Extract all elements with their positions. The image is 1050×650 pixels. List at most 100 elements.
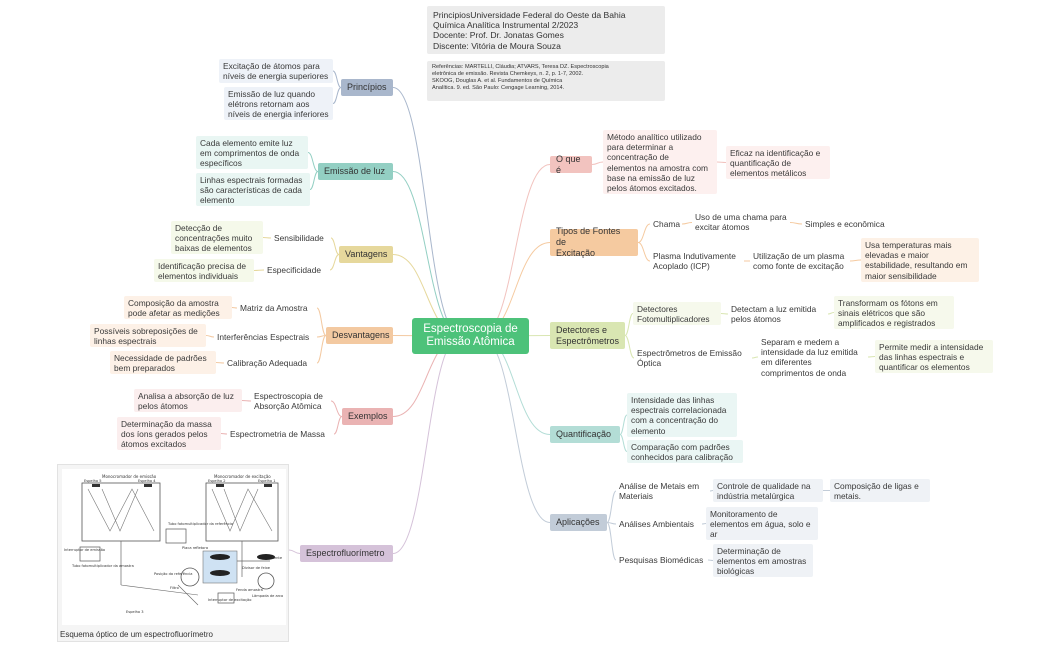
definition-detail[interactable]: Eficaz na identificação e quantificação … — [726, 146, 830, 179]
chama-detail[interactable]: Simples e econômica — [805, 219, 885, 229]
child-connector — [309, 171, 319, 190]
topic-desvantagens[interactable]: Desvantagens — [326, 327, 393, 344]
aplicacao-ambientais[interactable]: Análises Ambientais — [619, 519, 694, 529]
topic-vantagens[interactable]: Vantagens — [339, 246, 393, 263]
child-connector — [316, 307, 327, 336]
metais-use[interactable]: Controle de qualidade na indústria metal… — [713, 479, 823, 502]
topic-espectrofluorimetro[interactable]: Espectrofluorímetro — [300, 545, 393, 562]
child-connector — [709, 490, 714, 492]
absorcao-detail[interactable]: Analisa a absorção de luz pelos átomos — [134, 389, 242, 412]
child-connector — [751, 356, 759, 359]
icp-detail[interactable]: Usa temperaturas mais elevadas e maior e… — [861, 238, 979, 282]
fotomultiplicador-detail[interactable]: Transformam os fótons em sinais elétrico… — [834, 296, 954, 329]
child-connector — [316, 335, 327, 364]
topic-quantificacao[interactable]: Quantificação — [550, 426, 620, 443]
icp-use[interactable]: Utilização de um plasma como fonte de ex… — [753, 251, 845, 272]
topic-label: Desvantagens — [332, 330, 390, 340]
optical-schematic: Monocromador de emissão Monocromador de … — [62, 469, 286, 625]
desvantagem-matriz[interactable]: Matriz da Amostra — [240, 303, 308, 313]
calibracao-detail[interactable]: Necessidade de padrões bem preparados — [110, 351, 216, 374]
topic-o-que-e[interactable]: O que é — [550, 154, 592, 175]
child-connector — [789, 222, 803, 225]
child-connector — [619, 434, 628, 452]
child-connector — [606, 522, 617, 561]
vantagem-especificidade[interactable]: Especificidade — [267, 265, 322, 275]
metais-detail[interactable]: Composição de ligas e metais. — [830, 479, 930, 502]
espectrometro-detail[interactable]: Permite medir a intensidade das linhas e… — [875, 340, 993, 373]
child-connector — [637, 223, 651, 243]
child-connector — [606, 522, 617, 525]
biomedicas-use[interactable]: Determinação de elementos em amostras bi… — [713, 544, 813, 577]
massa-detail[interactable]: Determinação da massa dos íons gerados p… — [117, 417, 221, 450]
child-connector — [205, 335, 215, 338]
branch-connector — [480, 335, 551, 523]
child-connector — [681, 222, 693, 225]
topic-label: Vantagens — [345, 249, 388, 259]
child-connector — [332, 87, 342, 104]
branch-connector — [480, 164, 551, 337]
fig-label-interruptor-excitacao: Interruptor de excitação — [208, 598, 251, 602]
fotomultiplicador-use[interactable]: Detectam a luz emitida pelos átomos — [731, 304, 817, 325]
fonte-icp[interactable]: Plasma Indutivamente Acoplado (ICP) — [653, 251, 736, 272]
fonte-chama[interactable]: Chama — [653, 219, 680, 229]
arc-lamp-shape — [257, 572, 275, 590]
fig-label-placa: Placa refletora — [182, 546, 208, 550]
principios-item[interactable]: Excitação de átomos para níveis de energ… — [219, 59, 333, 83]
topic-label: Aplicações — [556, 517, 600, 527]
fig-label-interruptor-emissao: Interruptor de emissão — [64, 548, 105, 552]
child-connector — [720, 313, 729, 315]
child-connector — [849, 259, 862, 262]
definition-text[interactable]: Método analítico utilizado para determin… — [603, 130, 717, 194]
child-connector — [332, 70, 342, 88]
emissao-item[interactable]: Linhas espectrais formadas são caracterí… — [196, 173, 310, 206]
root-topic[interactable]: Espectroscopia de Emissão Atômica — [412, 318, 529, 354]
child-connector — [330, 237, 340, 255]
desvantagem-calibracao[interactable]: Calibração Adequada — [227, 358, 308, 368]
ambientais-use[interactable]: Monitoramento de elementos em água, solo… — [706, 507, 818, 540]
branch-connector — [392, 335, 461, 554]
detector-fotomultiplicador[interactable]: Detectores Fotomultiplicadores — [633, 302, 721, 325]
topic-emissao-de-luz[interactable]: Emissão de luz — [318, 163, 393, 180]
quantificacao-item[interactable]: Comparação com padrões conhecidos para c… — [627, 440, 743, 463]
topic-label: Espectrofluorímetro — [306, 548, 385, 558]
child-connector — [701, 523, 707, 525]
fig-label-espelho2: Espelho 2 — [208, 479, 226, 483]
child-connector — [619, 414, 628, 435]
topic-label: Emissão de luz — [324, 166, 386, 176]
fig-label-espelho5: Espelho 5 — [84, 479, 102, 483]
aplicacao-metais[interactable]: Análise de Metais em Materiais — [619, 481, 700, 502]
espectrometro-use[interactable]: Separam e medem a intensidade da luz emi… — [761, 337, 858, 378]
matriz-detail[interactable]: Composição da amostra pode afetar as med… — [124, 296, 232, 319]
topic-principios[interactable]: Princípios — [341, 79, 393, 96]
sensibilidade-detail[interactable]: Detecção de concentrações muito baixas d… — [171, 221, 263, 254]
principios-item[interactable]: Emissão de luz quando elétrons retornam … — [224, 87, 333, 120]
topic-exemplos[interactable]: Exemplos — [342, 408, 393, 425]
exemplo-massa[interactable]: Espectrometria de Massa — [230, 429, 325, 439]
espectrometro-optico[interactable]: Espectrômetros de Emissão Óptica — [637, 348, 742, 369]
fig-label-mono-excitacao: Monocromador de excitação — [214, 474, 271, 479]
quantificacao-item[interactable]: Intensidade das linhas espectrais correl… — [627, 393, 737, 437]
topic-label: Exemplos — [348, 411, 388, 421]
fig-label-lampada: Lâmpada de arco — [252, 594, 283, 598]
branch-connector — [392, 171, 461, 337]
fig-label-espelho3: Espelho 3 — [126, 610, 144, 614]
fig-label-fenda: Fenda amostra — [236, 588, 263, 592]
chama-use[interactable]: Uso de uma chama para excitar átomos — [695, 212, 787, 233]
exemplo-absorcao[interactable]: Espectroscopia de Absorção Atômica — [254, 391, 323, 412]
child-connector — [288, 549, 301, 554]
desvantagem-interferencias[interactable]: Interferências Espectrais — [217, 332, 310, 342]
aplicacao-biomedicas[interactable]: Pesquisas Biomédicas — [619, 555, 704, 565]
spectrofluorimeter-figure: Monocromador de emissão Monocromador de … — [57, 464, 289, 642]
topic-aplicacoes[interactable]: Aplicações — [550, 514, 607, 531]
vantagem-sensibilidade[interactable]: Sensibilidade — [274, 233, 324, 243]
fig-label-espelho1: Espelho 1 — [258, 479, 276, 483]
topic-tipos-de-fontes[interactable]: Tipos de Fontes de Excitação — [550, 226, 638, 258]
interferencias-detail[interactable]: Possíveis sobreposições de linhas espect… — [90, 324, 206, 347]
emissao-item[interactable]: Cada elemento emite luz em comprimentos … — [196, 136, 308, 169]
especificidade-detail[interactable]: Identificação precisa de elementos indiv… — [154, 259, 254, 282]
fig-label-filtro: Filtro — [170, 586, 179, 590]
fig-label-mono-emissao: Monocromador de emissão — [102, 474, 157, 479]
topic-label: Princípios — [347, 82, 387, 92]
topic-detectores[interactable]: Detectores e Espectrômetros — [550, 322, 625, 349]
